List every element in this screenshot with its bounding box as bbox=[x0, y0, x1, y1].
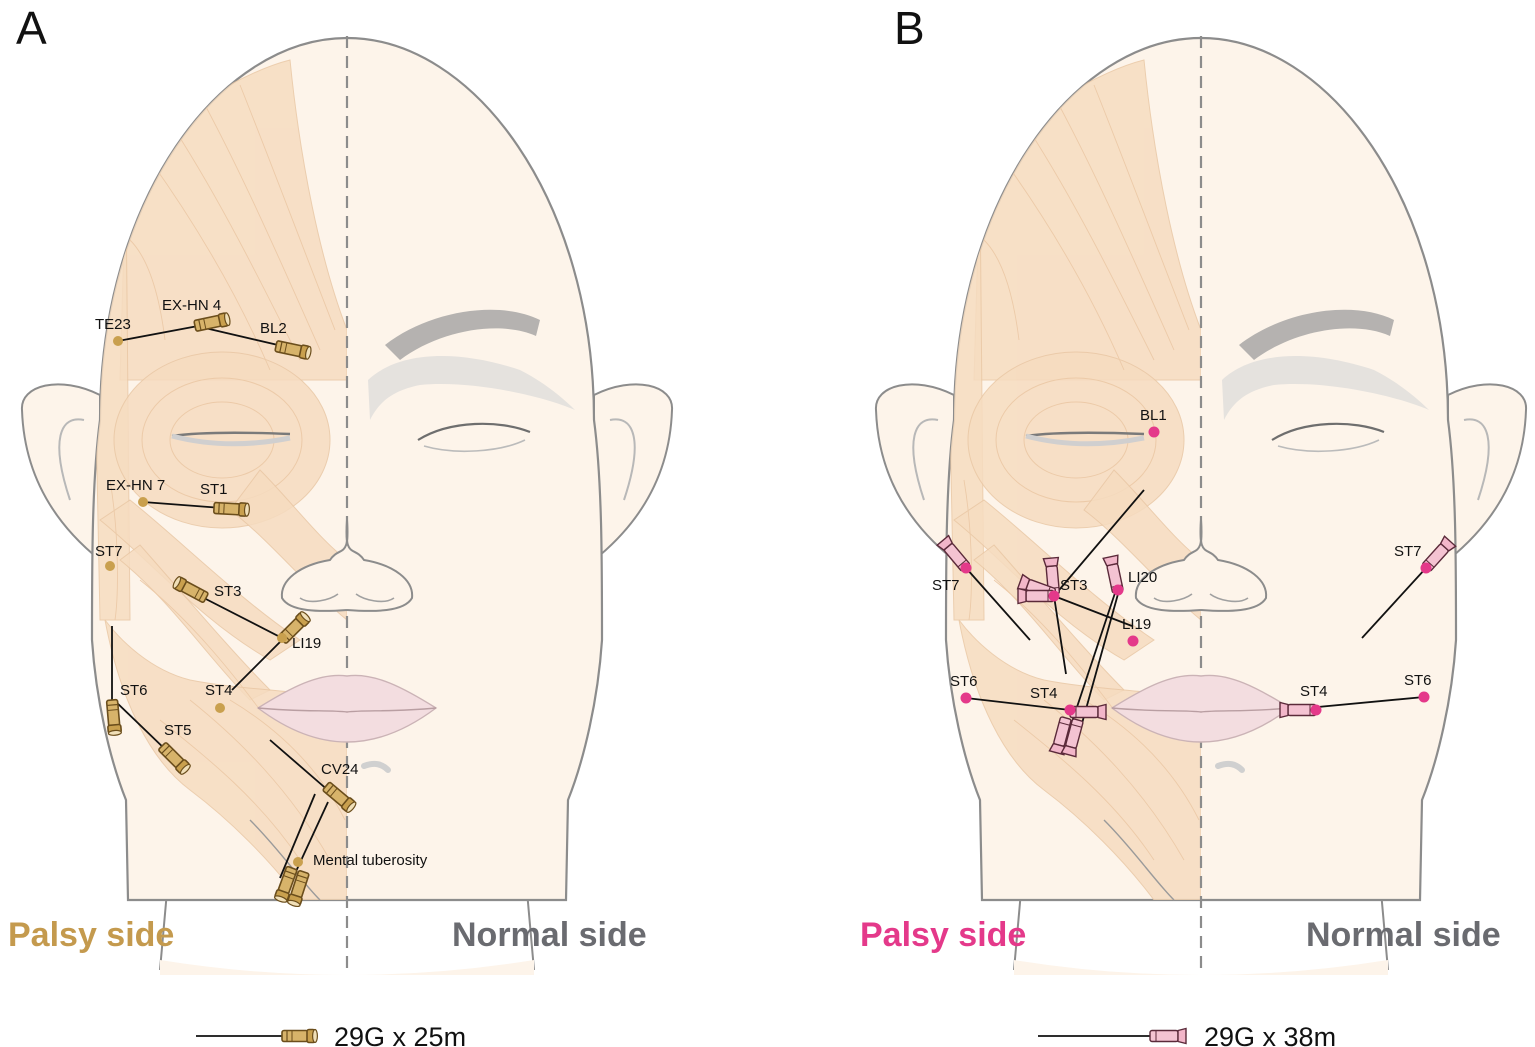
head-illustration-a bbox=[22, 36, 672, 975]
normal-side-label-b: Normal side bbox=[1306, 916, 1501, 954]
label-st3-a: ST3 bbox=[214, 583, 242, 600]
head-illustration-b bbox=[876, 36, 1526, 975]
label-st7-a: ST7 bbox=[95, 543, 123, 560]
legend-needle-icon-a bbox=[281, 1028, 319, 1044]
needle-lines-a bbox=[111, 325, 331, 881]
point-labels-a: EX-HN 4 TE23 BL2 EX-HN 7 ST1 ST7 ST3 LI1… bbox=[95, 297, 428, 869]
label-te23-a: TE23 bbox=[95, 316, 131, 333]
label-st4-normal-b: ST4 bbox=[1300, 683, 1328, 700]
panel-a: A bbox=[8, 2, 672, 1047]
palsy-side-label-b: Palsy side bbox=[860, 916, 1026, 954]
label-ex-hn4-a: EX-HN 4 bbox=[162, 297, 221, 314]
label-mental-tuberosity-a: Mental tuberosity bbox=[313, 852, 428, 869]
points-a bbox=[105, 336, 303, 867]
label-st6-b: ST6 bbox=[950, 673, 978, 690]
legend-needle-icon-b bbox=[1149, 1027, 1187, 1045]
label-st5-a: ST5 bbox=[164, 722, 192, 739]
legend-a: 29G x 25m bbox=[196, 1022, 466, 1047]
label-st4-b: ST4 bbox=[1030, 685, 1058, 702]
normal-side-label-a: Normal side bbox=[452, 916, 647, 954]
label-st4-a: ST4 bbox=[205, 682, 233, 699]
label-st7-normal-b: ST7 bbox=[1394, 543, 1422, 560]
label-li20-b: LI20 bbox=[1128, 569, 1157, 586]
label-st6-normal-b: ST6 bbox=[1404, 672, 1432, 689]
label-li19-a: LI19 bbox=[292, 635, 321, 652]
label-st7-b: ST7 bbox=[932, 577, 960, 594]
palsy-side-label-a: Palsy side bbox=[8, 916, 174, 954]
legend-b: 29G x 38m bbox=[1038, 1022, 1336, 1047]
legend-label-a: 29G x 25m bbox=[334, 1022, 466, 1047]
label-ex-hn7-a: EX-HN 7 bbox=[106, 477, 165, 494]
label-st3-b: ST3 bbox=[1060, 577, 1088, 594]
panel-letter-a: A bbox=[16, 2, 47, 54]
points-b bbox=[960, 426, 1432, 716]
label-li19-b: LI19 bbox=[1122, 616, 1151, 633]
label-bl1-b: BL1 bbox=[1140, 407, 1167, 424]
label-st6-a: ST6 bbox=[120, 682, 148, 699]
label-bl2-a: BL2 bbox=[260, 320, 287, 337]
label-cv24-a: CV24 bbox=[321, 761, 359, 778]
panel-letter-b: B bbox=[894, 2, 925, 54]
point-labels-b: BL1 ST7 ST3 LI20 LI19 ST6 ST4 ST7 ST4 ST… bbox=[932, 407, 1432, 702]
legend-label-b: 29G x 38m bbox=[1204, 1022, 1336, 1047]
panel-b: B bbox=[860, 2, 1526, 1047]
label-st1-a: ST1 bbox=[200, 481, 228, 498]
